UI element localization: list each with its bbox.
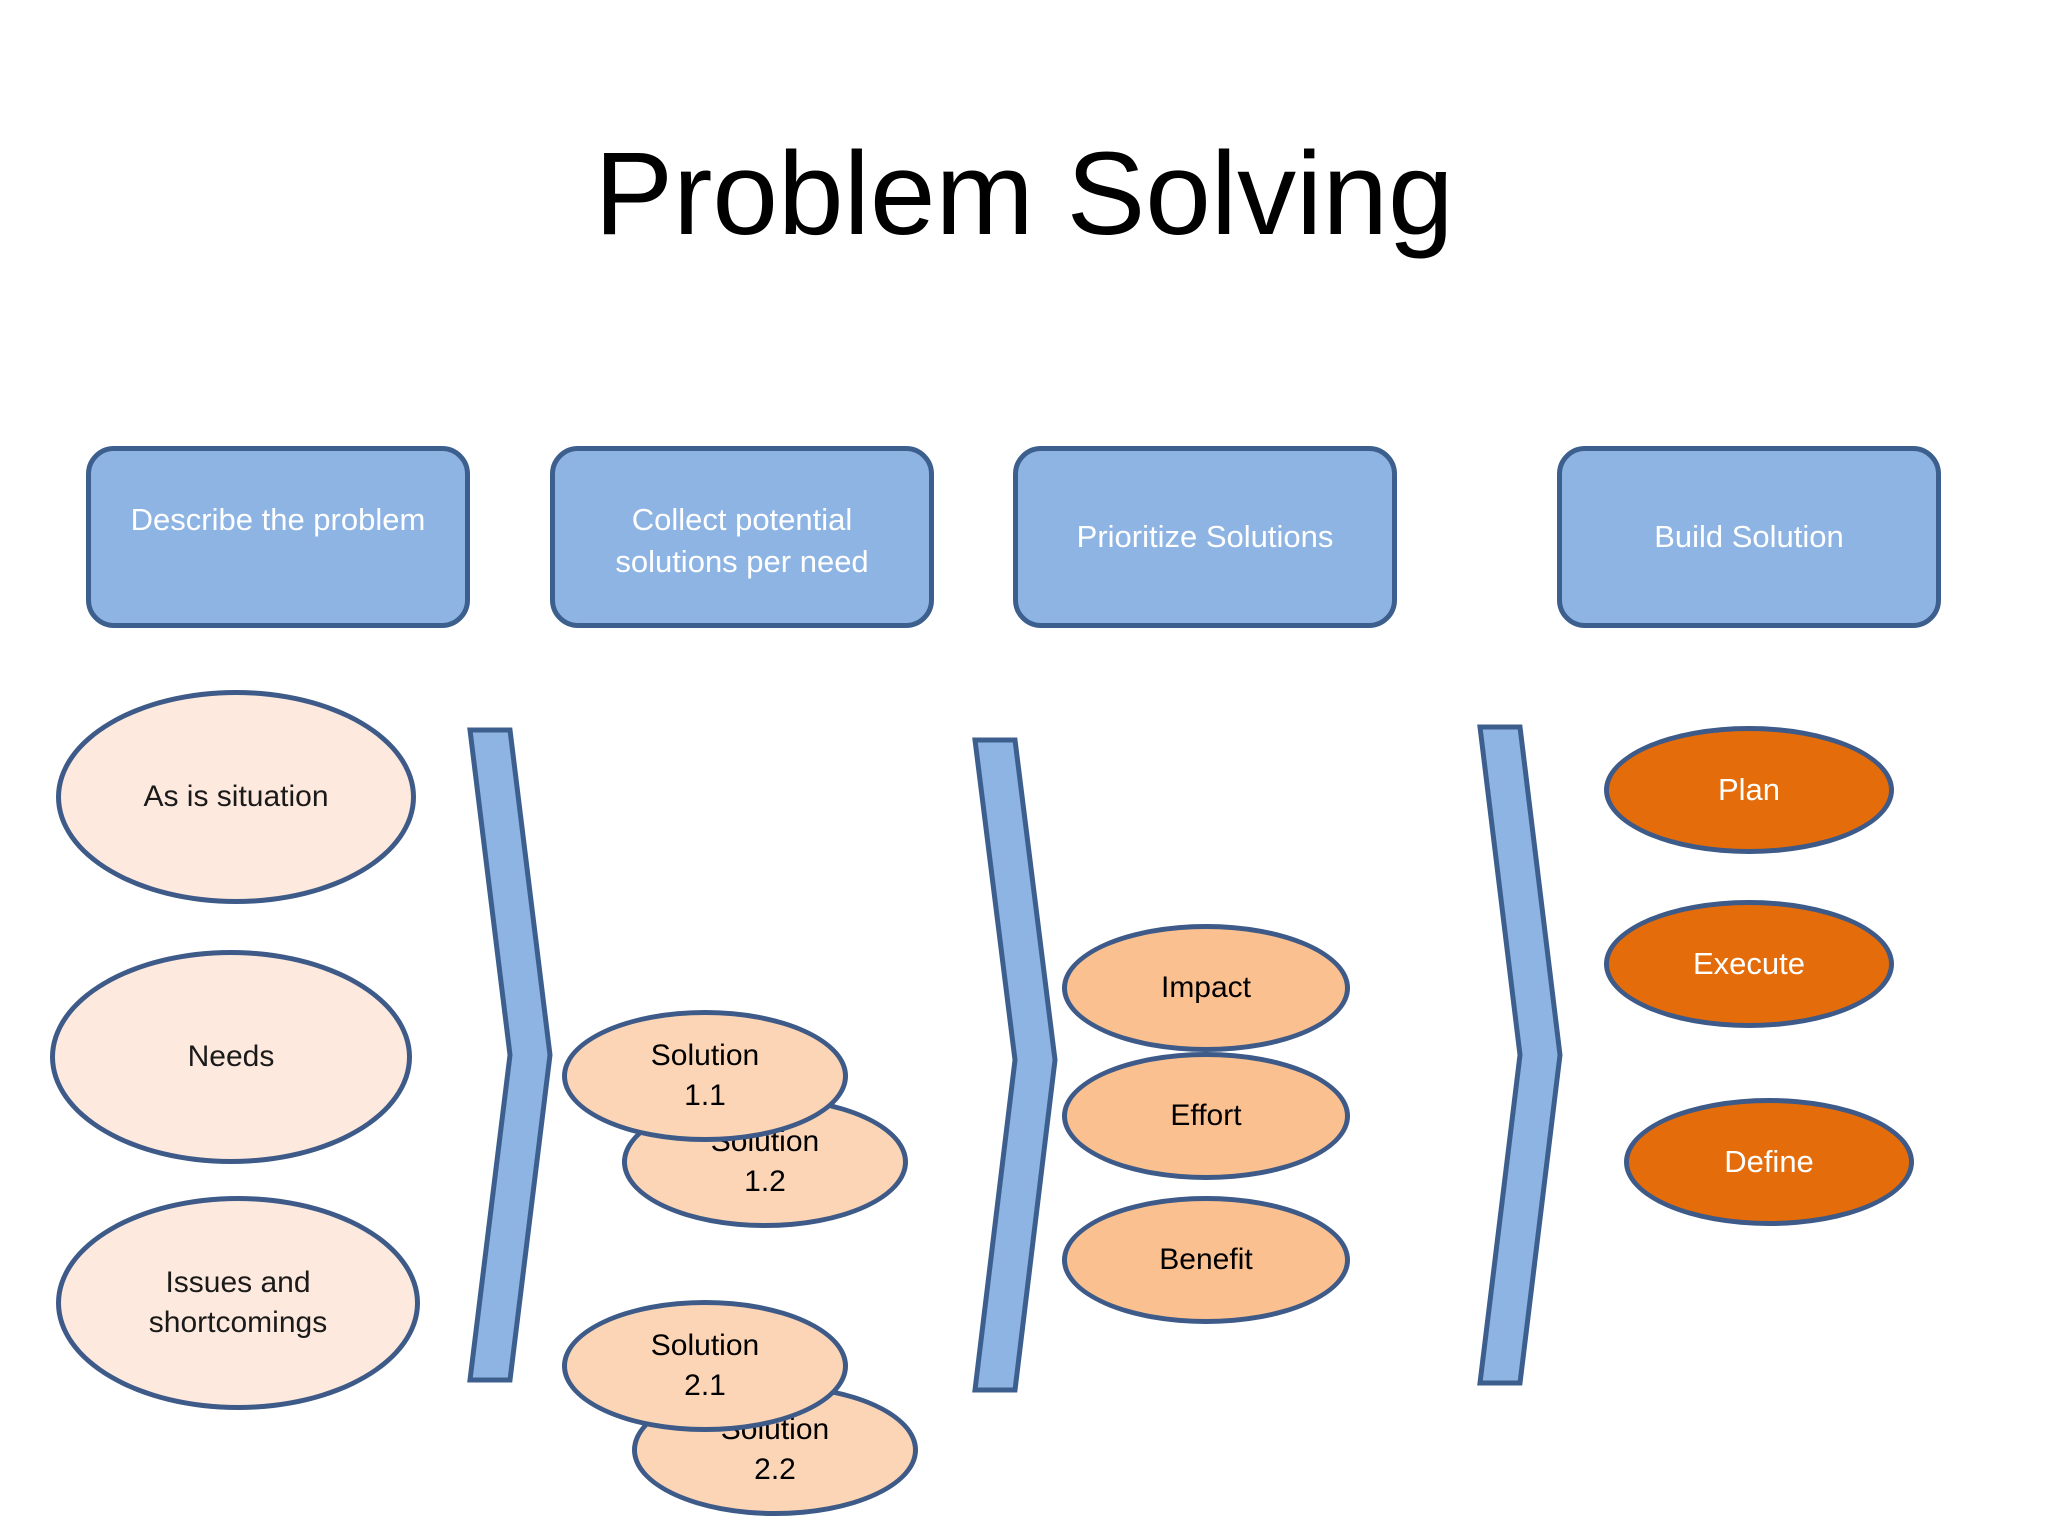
- ellipse-execute: Execute: [1604, 900, 1894, 1028]
- ellipse-needs: Needs: [50, 950, 412, 1164]
- ellipse-solution-2-1: Solution 2.1: [562, 1300, 848, 1432]
- step-collect-box: Collect potential solutions per need: [550, 446, 934, 628]
- slide-title: Problem Solving: [594, 128, 1454, 260]
- ellipse-define: Define: [1624, 1098, 1914, 1226]
- ellipse-solution-1-1: Solution 1.1: [562, 1010, 848, 1142]
- step-prioritize-box: Prioritize Solutions: [1013, 446, 1397, 628]
- ellipse-issues-and-shortcomings: Issues and shortcomings: [56, 1196, 420, 1410]
- ellipse-plan: Plan: [1604, 726, 1894, 854]
- chevron-arrow-1: [467, 727, 553, 1383]
- ellipse-impact: Impact: [1062, 924, 1350, 1052]
- step-build-box: Build Solution: [1557, 446, 1941, 628]
- chevron-arrow-3: [1477, 724, 1563, 1386]
- step-describe-box: Describe the problem: [86, 446, 470, 628]
- chevron-arrow-2: [972, 737, 1058, 1393]
- ellipse-as-is-situation: As is situation: [56, 690, 416, 904]
- ellipse-benefit: Benefit: [1062, 1196, 1350, 1324]
- ellipse-effort: Effort: [1062, 1052, 1350, 1180]
